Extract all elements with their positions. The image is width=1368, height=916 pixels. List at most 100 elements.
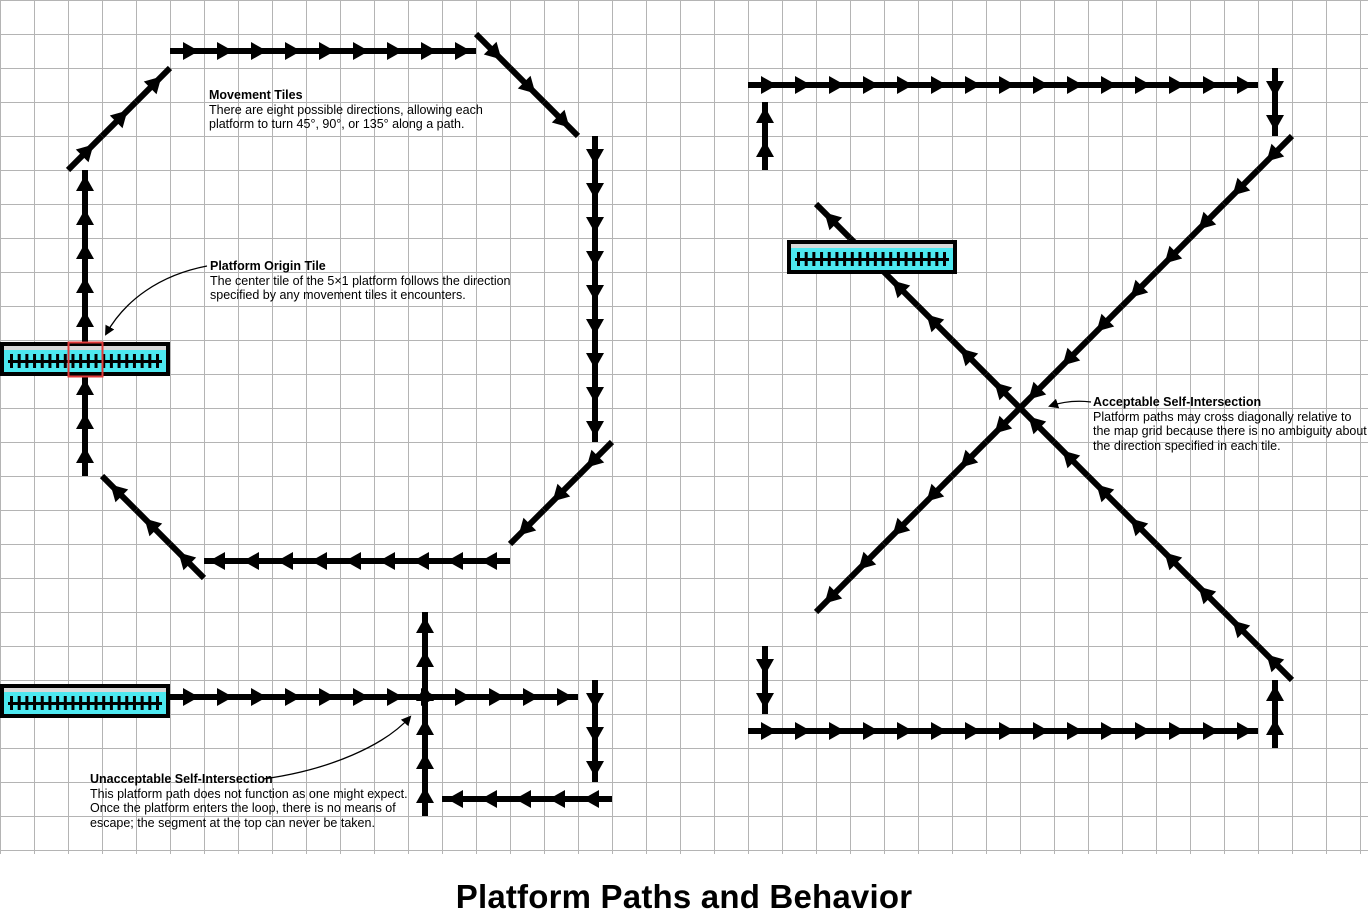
arrow-tile-icon [510,790,544,808]
arrow-tile-icon [1085,303,1125,343]
arrow-tile-icon [1088,722,1122,740]
arrow-tile-icon [1054,76,1088,94]
arrow-tile-icon [1017,371,1057,411]
arrow-tile-icon [204,42,238,60]
arrow-tile-icon [416,748,434,782]
unacceptable-intersection-note: Unacceptable Self-Intersection This plat… [90,772,410,830]
arrow-tile-icon [949,439,989,479]
arrow-tile-icon [204,688,238,706]
arrow-tile-icon [374,42,408,60]
arrow-tile-icon [167,541,207,581]
arrow-tile-icon [756,102,774,136]
arrow-tile-icon [918,76,952,94]
arrow-tile-icon [76,272,94,306]
arrow-tile-icon [586,748,604,782]
arrow-tile-icon [1224,722,1258,740]
acceptable-intersection-title: Acceptable Self-Intersection [1093,395,1262,409]
arrow-tile-icon [586,374,604,408]
arrow-tile-icon [1266,714,1284,748]
arrow-tile-icon [170,42,204,60]
arrow-tile-icon [76,442,94,476]
arrow-tile-icon [983,405,1023,445]
arrow-tile-icon [748,76,782,94]
arrow-tile-icon [408,552,442,570]
arrow-tile-icon [952,76,986,94]
arrow-tile-icon [881,507,921,547]
arrow-tile-icon [1156,722,1190,740]
arrow-tile-icon [1020,76,1054,94]
arrow-tile-icon [99,99,139,139]
arrow-tile-icon [76,170,94,204]
arrow-tile-icon [374,552,408,570]
platform-origin-note: Platform Origin Tile The center tile of … [210,259,530,303]
arrow-tile-icon [238,688,272,706]
arrow-tile-icon [238,42,272,60]
arrow-tile-icon [586,204,604,238]
arrow-tile-icon [544,790,578,808]
arrow-tile-icon [1122,722,1156,740]
arrow-tile-icon [1255,133,1295,173]
arrow-tile-icon [586,272,604,306]
origin-marker-icon [67,341,104,378]
unacceptable-intersection-title: Unacceptable Self-Intersection [90,772,273,786]
arrow-tile-icon [76,408,94,442]
arrow-tile-icon [847,541,887,581]
platform-path-diagram [0,0,1368,854]
callouts [105,265,1092,780]
arrow-tile-icon [1187,575,1227,615]
movement-tiles-note: Movement Tiles There are eight possible … [209,88,499,132]
arrow-tile-icon [575,439,615,479]
arrow-tile-icon [850,76,884,94]
arrow-tile-icon [76,204,94,238]
arrow-tile-icon [204,552,238,570]
arrow-tile-icon [1054,722,1088,740]
arrow-tile-icon [1190,722,1224,740]
arrow-tile-icon [473,31,513,71]
arrow-tile-icon [306,688,340,706]
arrow-tile-icon [881,269,921,309]
arrow-tile-icon [1221,167,1261,207]
arrow-tile-icon [986,722,1020,740]
arrow-tile-icon [476,552,510,570]
arrow-tile-icon [416,714,434,748]
arrow-tile-icon [340,688,374,706]
arrow-tile-icon [340,42,374,60]
callout-arrow-icon [262,715,412,780]
arrow-tile-icon [756,136,774,170]
arrow-tile-icon [1153,235,1193,275]
arrow-tile-icon [416,612,434,646]
arrow-tile-icon [586,170,604,204]
arrow-tile-icon [586,340,604,374]
arrow-tile-icon [915,303,955,343]
arrow-tile-icon [507,507,547,547]
arrow-tile-icon [1187,201,1227,241]
acceptable-intersection-text: Platform paths may cross diagonally rela… [1093,409,1367,453]
platform-origin-title: Platform Origin Tile [210,259,326,273]
arrow-tile-icon [272,688,306,706]
arrow-tile-icon [416,782,434,816]
arrow-tile-icon [272,42,306,60]
arrow-tile-icon [813,201,853,241]
platform-origin-text: The center tile of the 5×1 platform foll… [210,273,511,303]
arrow-tile-icon [1020,722,1054,740]
arrow-tile-icon [816,76,850,94]
arrow-tile-icon [1119,507,1159,547]
arrow-tile-icon [1266,68,1284,102]
arrow-tile-icon [442,790,476,808]
arrow-tile-icon [884,722,918,740]
arrow-tile-icon [1085,473,1125,513]
arrow-tile-icon [476,790,510,808]
arrow-tile-icon [1051,337,1091,377]
arrow-tile-icon [306,42,340,60]
arrow-tile-icon [170,688,204,706]
arrow-tile-icon [748,722,782,740]
arrow-tile-icon [952,722,986,740]
arrow-tile-icon [416,646,434,680]
arrow-tile-icon [541,473,581,513]
callout-arrow-icon [1048,398,1092,409]
arrow-tile-icon [918,722,952,740]
arrow-tile-icon [586,680,604,714]
arrow-tile-icon [133,507,173,547]
arrow-tile-icon [99,473,139,513]
arrow-tile-icon [884,76,918,94]
